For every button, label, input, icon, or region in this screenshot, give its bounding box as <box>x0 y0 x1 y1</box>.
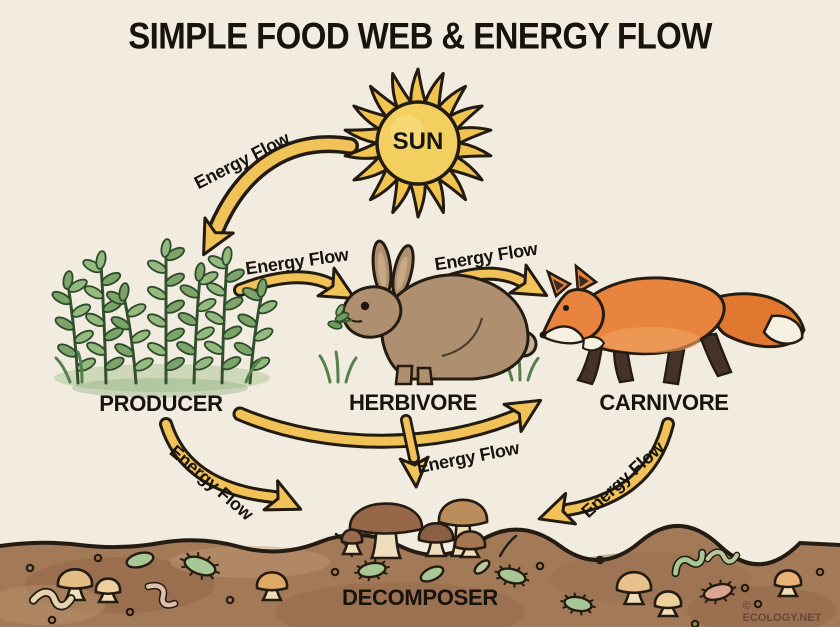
arrow-carnivore-to-decomposer <box>537 417 675 526</box>
sun-illustration <box>343 67 493 219</box>
soil-organisms <box>25 548 825 627</box>
sun-label: SUN <box>392 128 444 155</box>
arrow-sun-to-producer <box>202 135 359 257</box>
soil-band <box>0 524 840 627</box>
arrow-producer-to-herbivore <box>233 266 357 300</box>
producer-label: PRODUCER <box>99 391 223 416</box>
carnivore-label: CARNIVORE <box>599 390 729 415</box>
energy-flow-arrows <box>159 135 675 526</box>
sun-rays <box>343 67 493 219</box>
arrow-producer-to-decomposer <box>159 417 303 512</box>
herbivore-label: HERBIVORE <box>348 390 478 415</box>
carnivore-illustration <box>539 263 806 386</box>
producer-illustration <box>51 238 278 398</box>
arrow-producer-to-carnivore <box>232 398 543 449</box>
watermark: © ECOLOGY.NET <box>742 600 822 624</box>
soil-surface-line <box>0 524 840 567</box>
arrow-herbivore-to-decomposer <box>398 414 430 489</box>
herbivore-illustration <box>318 239 540 386</box>
diagram-title: SIMPLE FOOD WEB & ENERGY FLOW <box>128 15 712 58</box>
decomposer-illustration <box>334 498 518 560</box>
decomposer-label: DECOMPOSER <box>342 585 498 610</box>
